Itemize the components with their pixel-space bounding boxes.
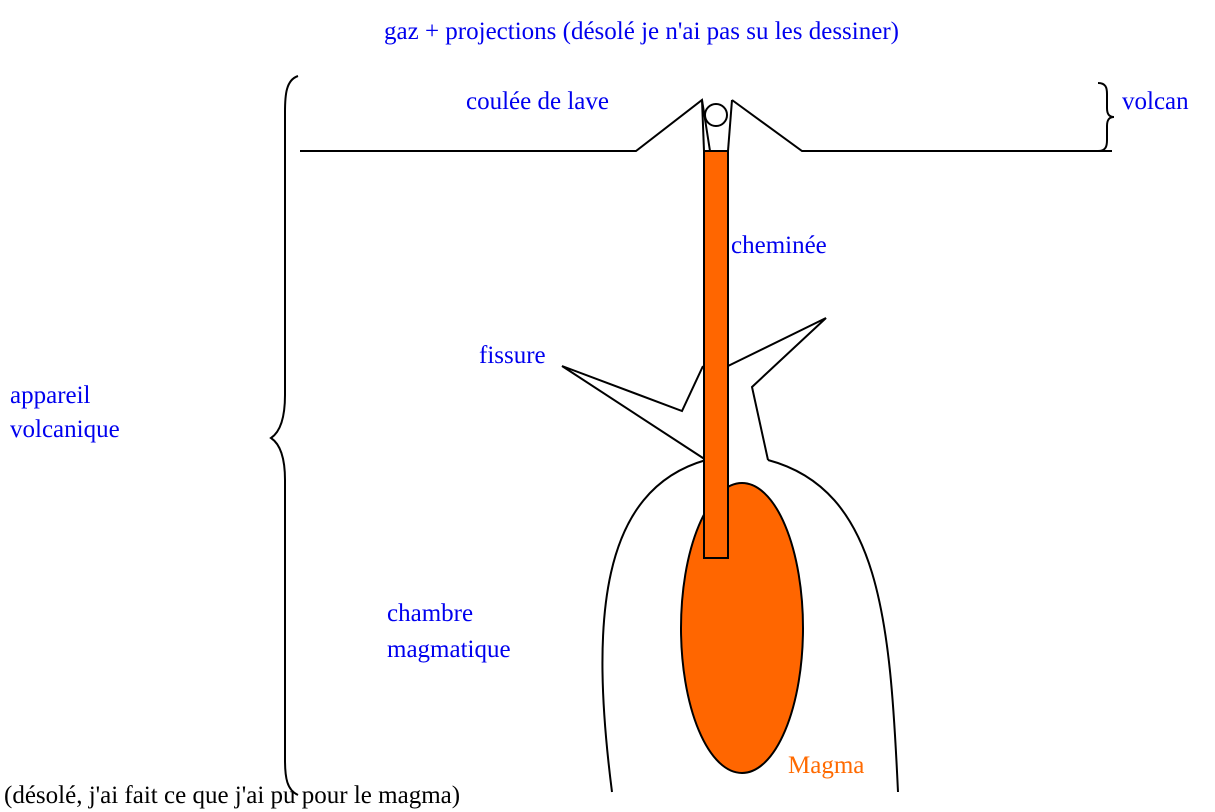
label-gas: gaz + projections (désolé je n'ai pas su… [384,18,899,45]
label-chimney: cheminée [731,232,827,259]
chimney-conduit [703,150,729,559]
cone-vent-left [701,99,705,152]
label-fissure: fissure [479,342,546,369]
label-chamber-line1: chambre [387,600,474,627]
ground-surface-line [300,98,1112,152]
magma-chamber-outline-left [601,459,707,793]
label-lava-flow: coulée de lave [466,88,609,115]
label-apparatus-line2: volcanique [10,416,120,443]
magma-chamber-outline-right [767,459,899,793]
note-magma: (désolé, j'ai fait ce que j'ai pu pour l… [4,782,461,809]
label-chamber-line2: magmatique [387,636,511,663]
label-volcano: volcan [1122,88,1189,115]
fissure-right [727,317,827,461]
label-magma: Magma [788,752,865,779]
apparatus-brace [269,75,299,796]
label-apparatus-line1: appareil [10,382,91,409]
cone-vent-right [727,99,733,152]
volcano-brace [1097,82,1115,152]
fissure-left [561,365,707,461]
magma-body [680,482,804,774]
vent-ball [704,103,728,127]
